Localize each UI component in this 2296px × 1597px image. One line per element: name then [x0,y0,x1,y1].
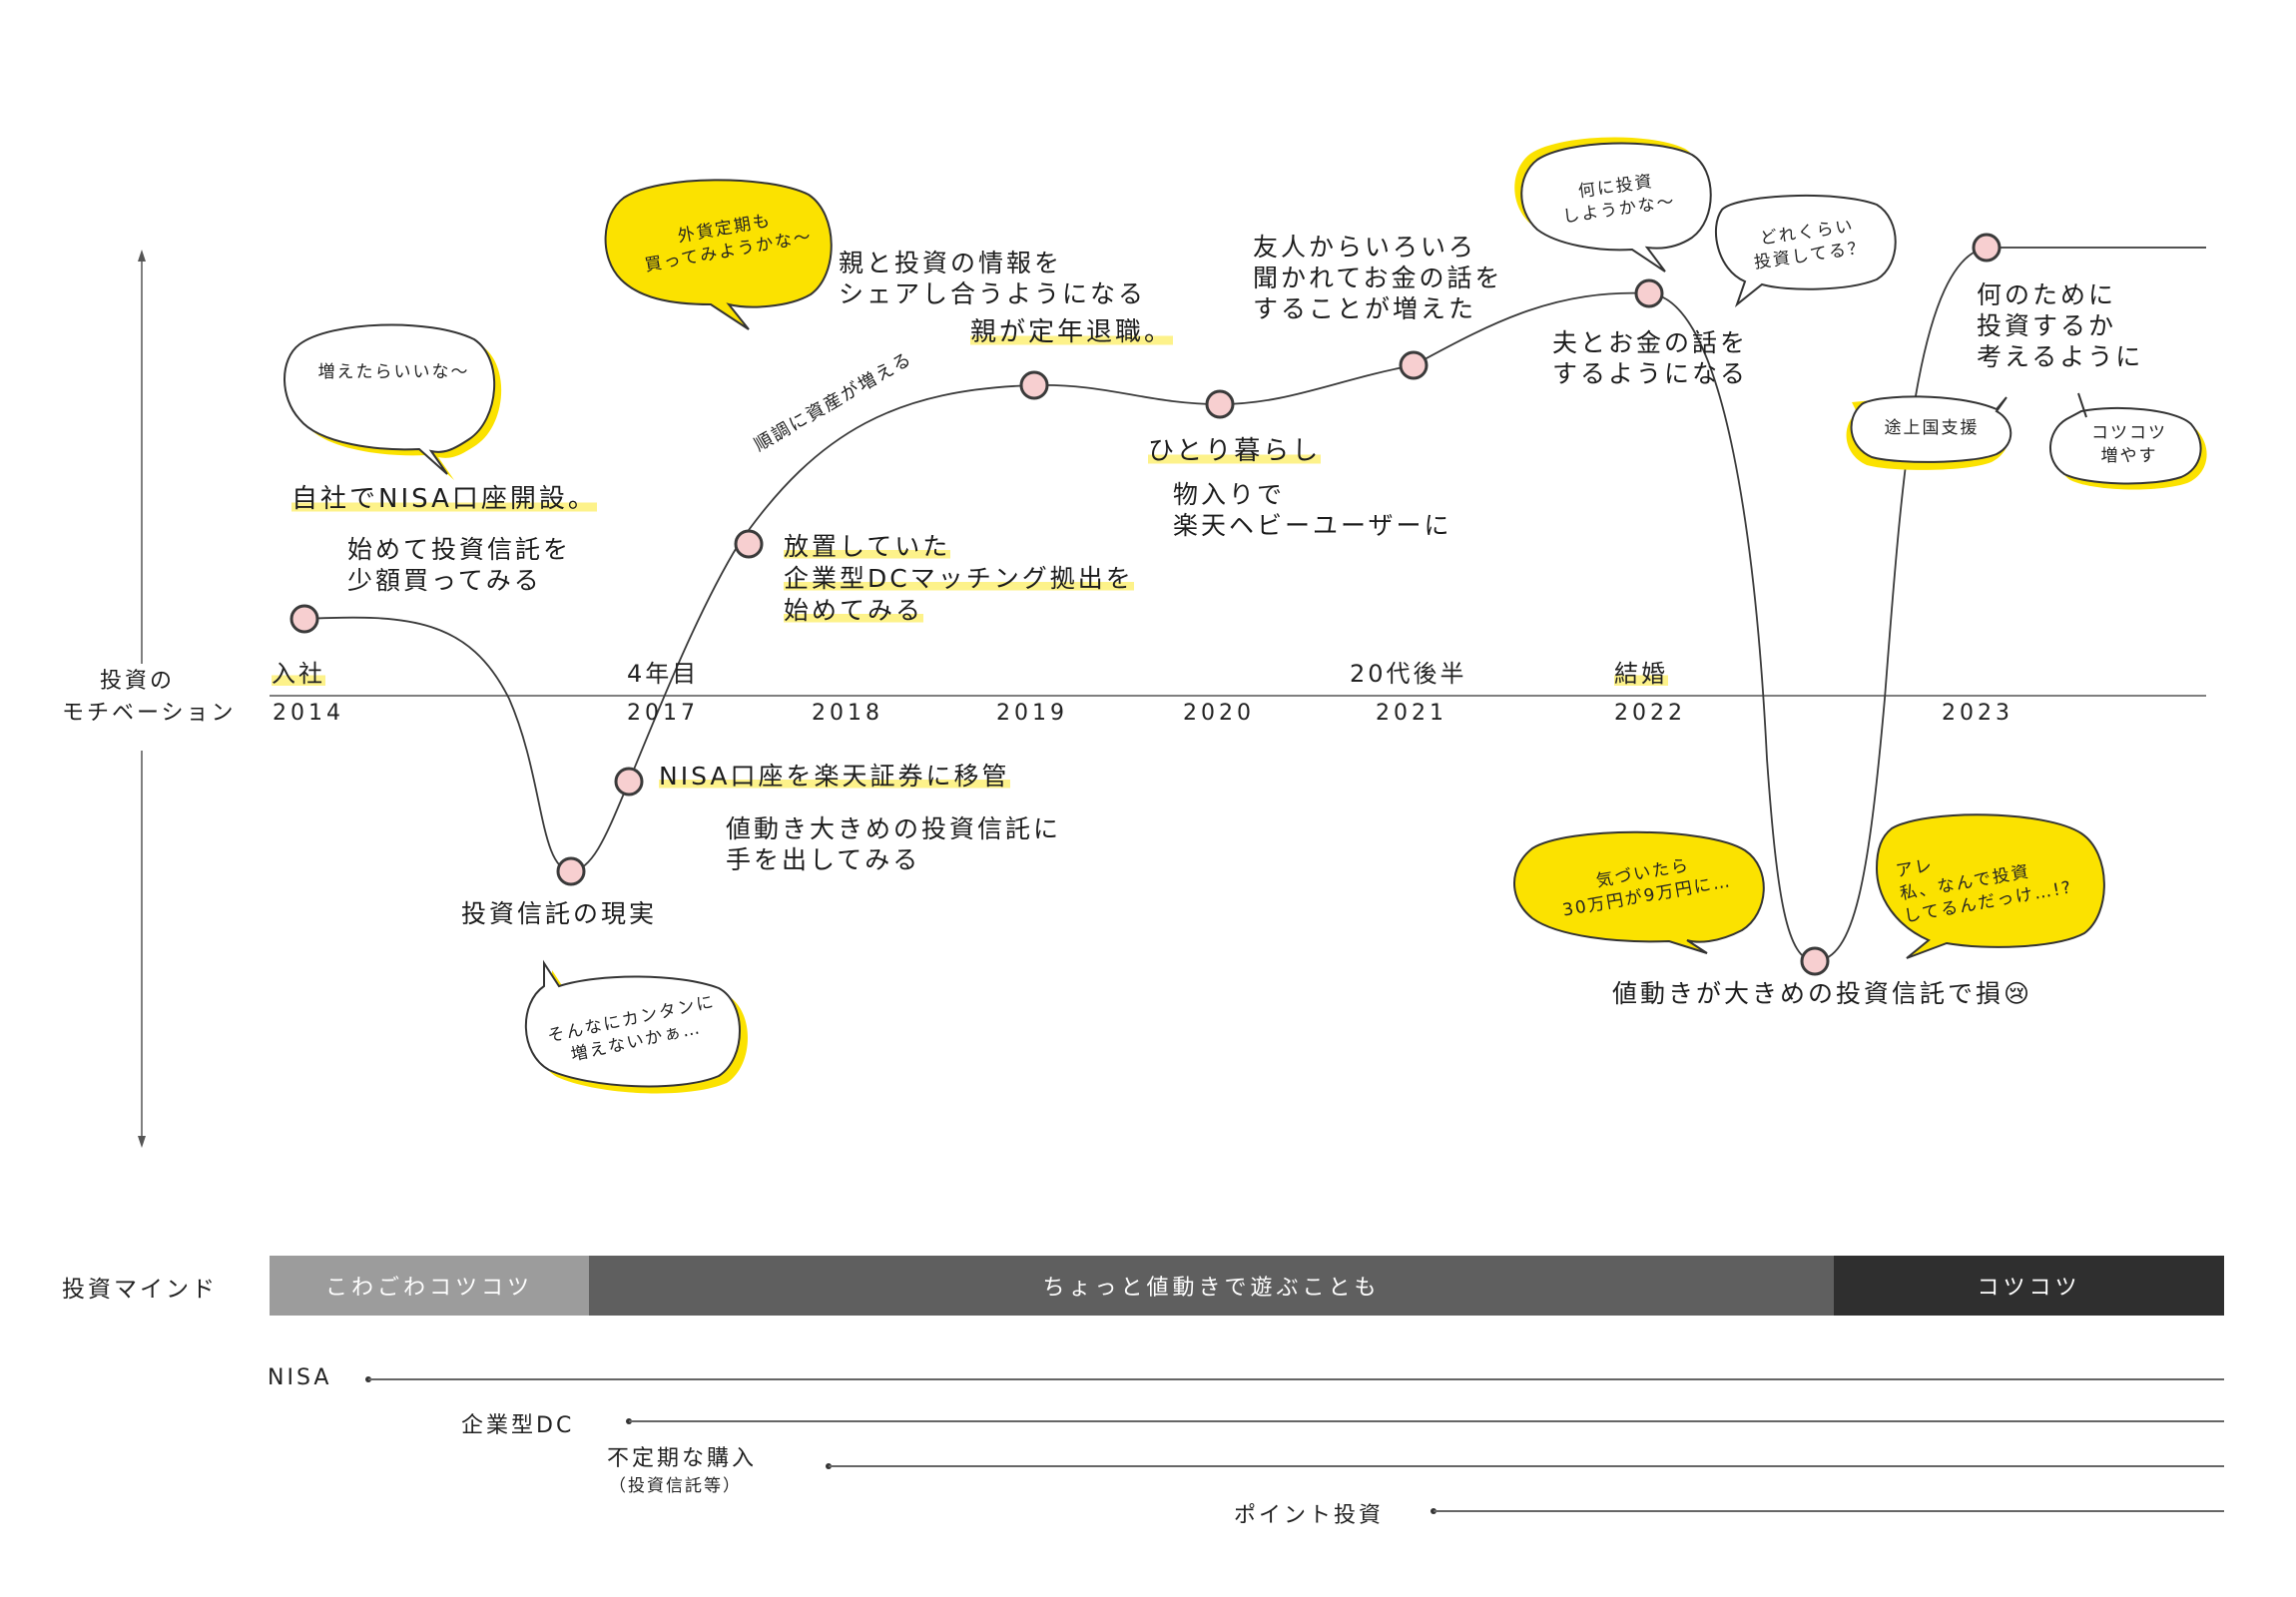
event-nisa-open: 自社でNISA口座開設。 [291,484,597,514]
year-2022: 2022 [1614,701,1686,726]
event-parents-share: 親と投資の情報を シェアし合うようになる [839,249,1147,308]
year-2021: 2021 [1376,701,1447,726]
event-nisa-move: NISA口座を楽天証券に移管 [659,762,1010,791]
year-2018: 2018 [812,701,883,726]
product-points-line [1434,1510,2224,1512]
event-parents-retire: 親が定年退職。 [970,317,1174,347]
product-points-label: ポイント投資 [1234,1503,1385,1528]
node-2014 [289,604,319,634]
node-dc [734,529,764,559]
y-axis-arrow-down [138,1136,146,1148]
product-nisa-line [368,1378,2224,1380]
node-purpose [1972,233,2002,263]
event-purpose: 何のために 投資するか 考えるように [1977,280,2144,371]
mind-phase-cautious: こわごわコツコツ [270,1256,589,1316]
year-2014: 2014 [273,701,344,726]
mind-phase-play: ちょっと値動きで遊ぶことも [589,1256,1834,1316]
event-dc-1: 放置していた [784,532,951,561]
node-living-alone [1205,389,1235,419]
year-2023: 2023 [1942,701,2013,726]
bubble-not-easy [524,959,748,1094]
event-friends: 友人からいろいろ 聞かれてお金の話を することが増えた [1253,233,1503,323]
bubble-developing [1846,395,2012,470]
year-2020: 2020 [1183,701,1255,726]
era-fourth-year: 4年目 [627,660,700,688]
event-rakuten-user: 物入りで 楽天ヘビーユーザーに [1173,480,1452,540]
node-reality [556,856,586,886]
node-friends [1399,350,1429,380]
bubble-how-much [1714,194,1897,307]
event-first-fund: 始めて投資信託を 少額買ってみる [347,535,572,595]
node-parents [1019,370,1049,400]
y-axis-label: 投資の [100,669,176,694]
bubble-increase [284,323,502,480]
era-late-20s: 20代後半 [1350,660,1467,688]
y-axis-label-2: モチベーション [62,701,237,726]
event-dc-2: 企業型DCマッチング拠出を [784,564,1134,593]
product-irregular-sub: （投資信託等） [609,1476,742,1496]
event-loss: 値動きが大きめの投資信託で損😢 [1612,979,2033,1008]
mind-label: 投資マインド [62,1277,218,1303]
bubble-fx-deposit [604,179,833,330]
node-husband [1634,278,1664,308]
product-nisa-label: NISA [268,1365,332,1390]
bubble-steady-grow [2049,392,2207,490]
bubble-text-developing: 途上国支援 [1884,418,1980,438]
product-dc-line [629,1420,2224,1422]
product-irregular-line [829,1465,2224,1467]
y-axis-arrow-up [138,250,146,262]
year-2019: 2019 [996,701,1068,726]
event-reality: 投資信託の現実 [461,899,658,928]
node-nisa-move [614,767,644,797]
year-2017: 2017 [627,701,699,726]
node-loss [1800,946,1830,976]
era-join: 入社 [272,654,325,689]
bubble-noticed [1513,830,1765,954]
era-marriage: 結婚 [1614,654,1668,689]
event-husband: 夫とお金の話を するようになる [1552,328,1749,388]
event-living-alone: ひとり暮らし [1148,436,1322,466]
motivation-curve [303,247,2206,962]
event-dc-3: 始めてみる [784,596,924,625]
bubble-why [1875,813,2105,959]
bubble-text-increase: 増えたらいいな〜 [317,362,470,382]
event-volatile-fund: 値動き大きめの投資信託に 手を出してみる [726,814,1062,874]
product-irregular-label: 不定期な購入 [607,1446,758,1471]
bubble-text-steady-grow: コツコツ 増やす [2091,423,2167,466]
bubble-what-invest [1514,137,1712,272]
product-dc-label: 企業型DC [461,1413,575,1438]
mind-phase-steady: コツコツ [1834,1256,2224,1316]
